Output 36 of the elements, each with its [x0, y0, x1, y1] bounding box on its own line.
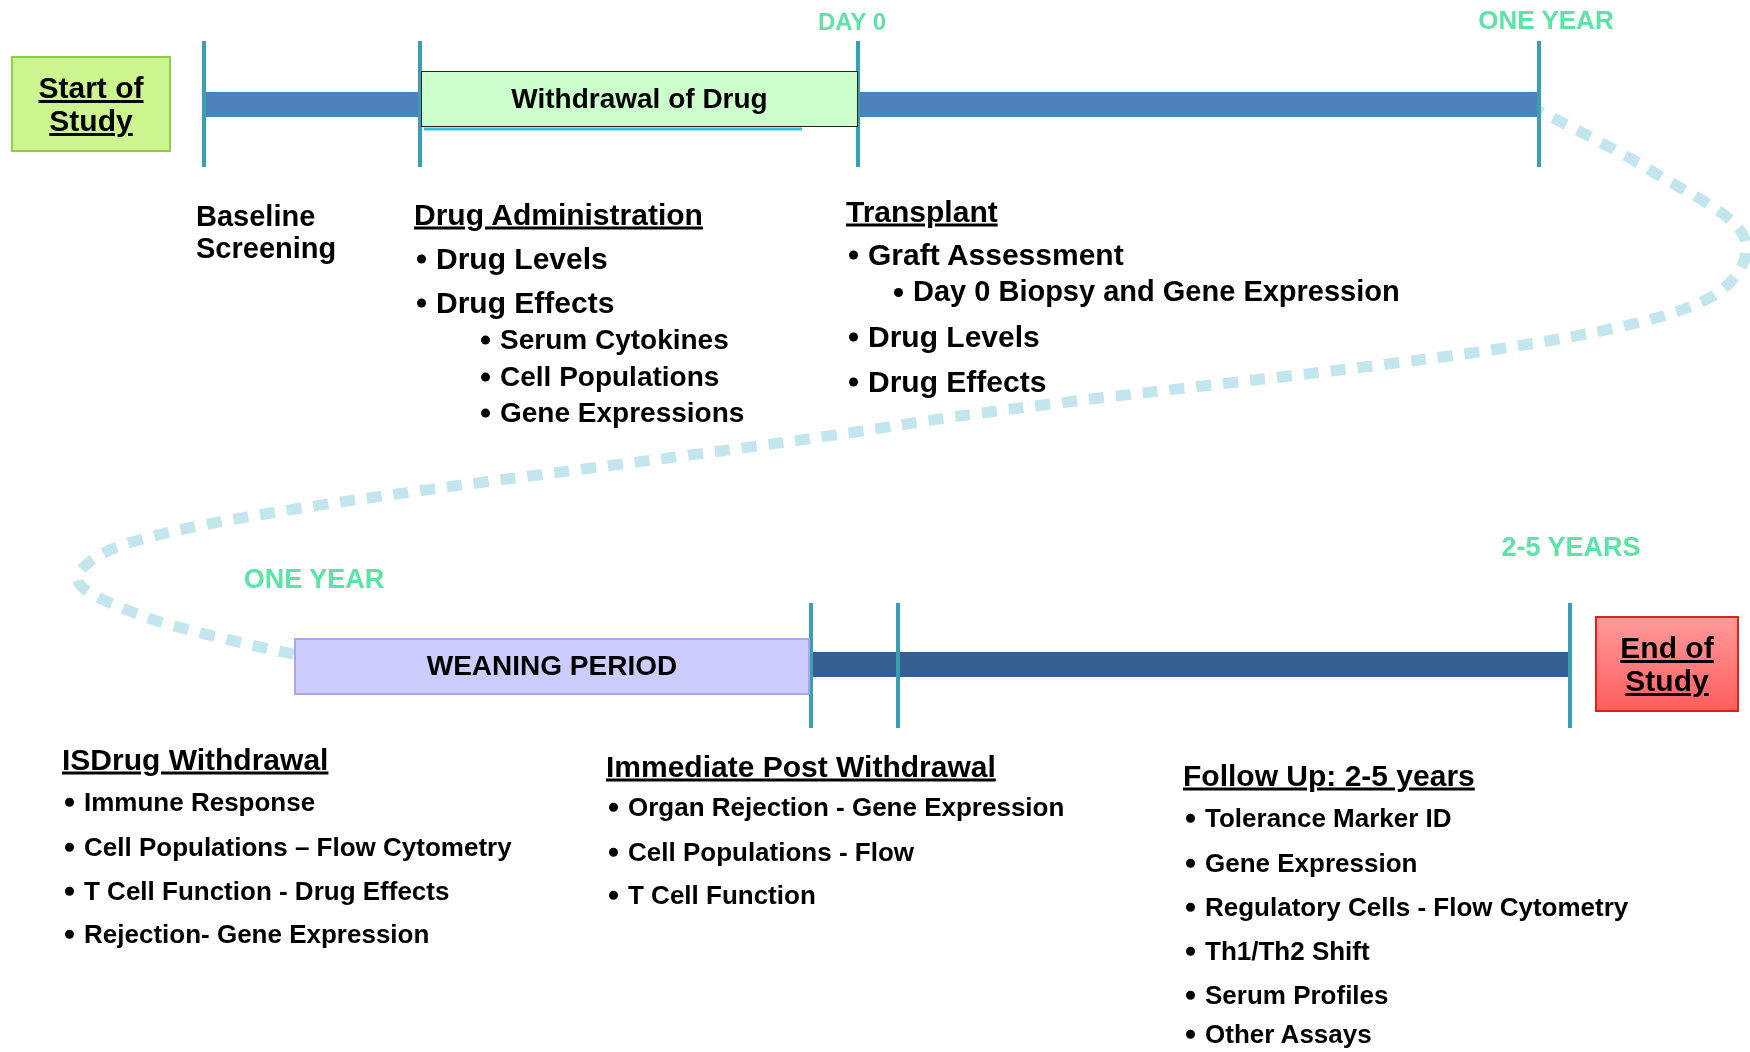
bullet-item: Drug Effects — [846, 364, 1047, 398]
bullet-item: T Cell Function - Drug Effects — [62, 876, 450, 906]
bullet-item: Cell Populations - Flow — [606, 837, 914, 867]
section-heading: Transplant — [846, 194, 998, 228]
bullet-item: Serum Profiles — [1183, 980, 1389, 1010]
section-heading: Immediate Post Withdrawal — [606, 749, 996, 783]
bullet-item: Th1/Th2 Shift — [1183, 936, 1370, 966]
bullet-item: Organ Rejection - Gene Expression — [606, 792, 1065, 822]
bullet-item: Regulatory Cells - Flow Cytometry — [1183, 892, 1629, 922]
bullet-item: Graft Assessment — [846, 237, 1124, 271]
bullet-item: Other Assays — [1183, 1019, 1372, 1049]
bullet-item: Serum Cytokines — [478, 324, 729, 356]
bullet-item: Drug Levels — [414, 241, 608, 275]
year-marker-label: 2-5 YEARS — [1501, 533, 1641, 563]
bullet-item: Drug Effects — [414, 285, 615, 319]
bullet-item: Gene Expression — [1183, 848, 1418, 878]
phase-label: Baseline Screening — [196, 201, 338, 265]
milestone-box: End of Study — [1595, 616, 1739, 712]
bullet-item: Drug Levels — [846, 319, 1040, 353]
section-heading: Drug Administration — [414, 197, 703, 231]
bullet-item: T Cell Function — [606, 880, 816, 910]
year-marker-label: DAY 0 — [817, 8, 887, 36]
phase-bar: Withdrawal of Drug — [421, 71, 858, 127]
bullet-item: Tolerance Marker ID — [1183, 803, 1452, 833]
phase-bar: WEANING PERIOD — [294, 638, 810, 695]
year-marker-label: ONE YEAR — [243, 565, 385, 595]
bullet-item: Cell Populations – Flow Cytometry — [62, 832, 512, 862]
section-heading: ISDrug Withdrawal — [62, 742, 329, 776]
bullet-item: Day 0 Biopsy and Gene Expression — [891, 276, 1400, 308]
bullet-item: Gene Expressions — [478, 397, 745, 429]
bullet-item: Rejection- Gene Expression — [62, 919, 430, 949]
milestone-box: Start of Study — [11, 56, 171, 152]
bullet-item: Cell Populations — [478, 361, 720, 393]
section-heading: Follow Up: 2-5 years — [1183, 758, 1475, 792]
bullet-item: Immune Response — [62, 787, 316, 817]
year-marker-label: ONE YEAR — [1478, 5, 1614, 35]
